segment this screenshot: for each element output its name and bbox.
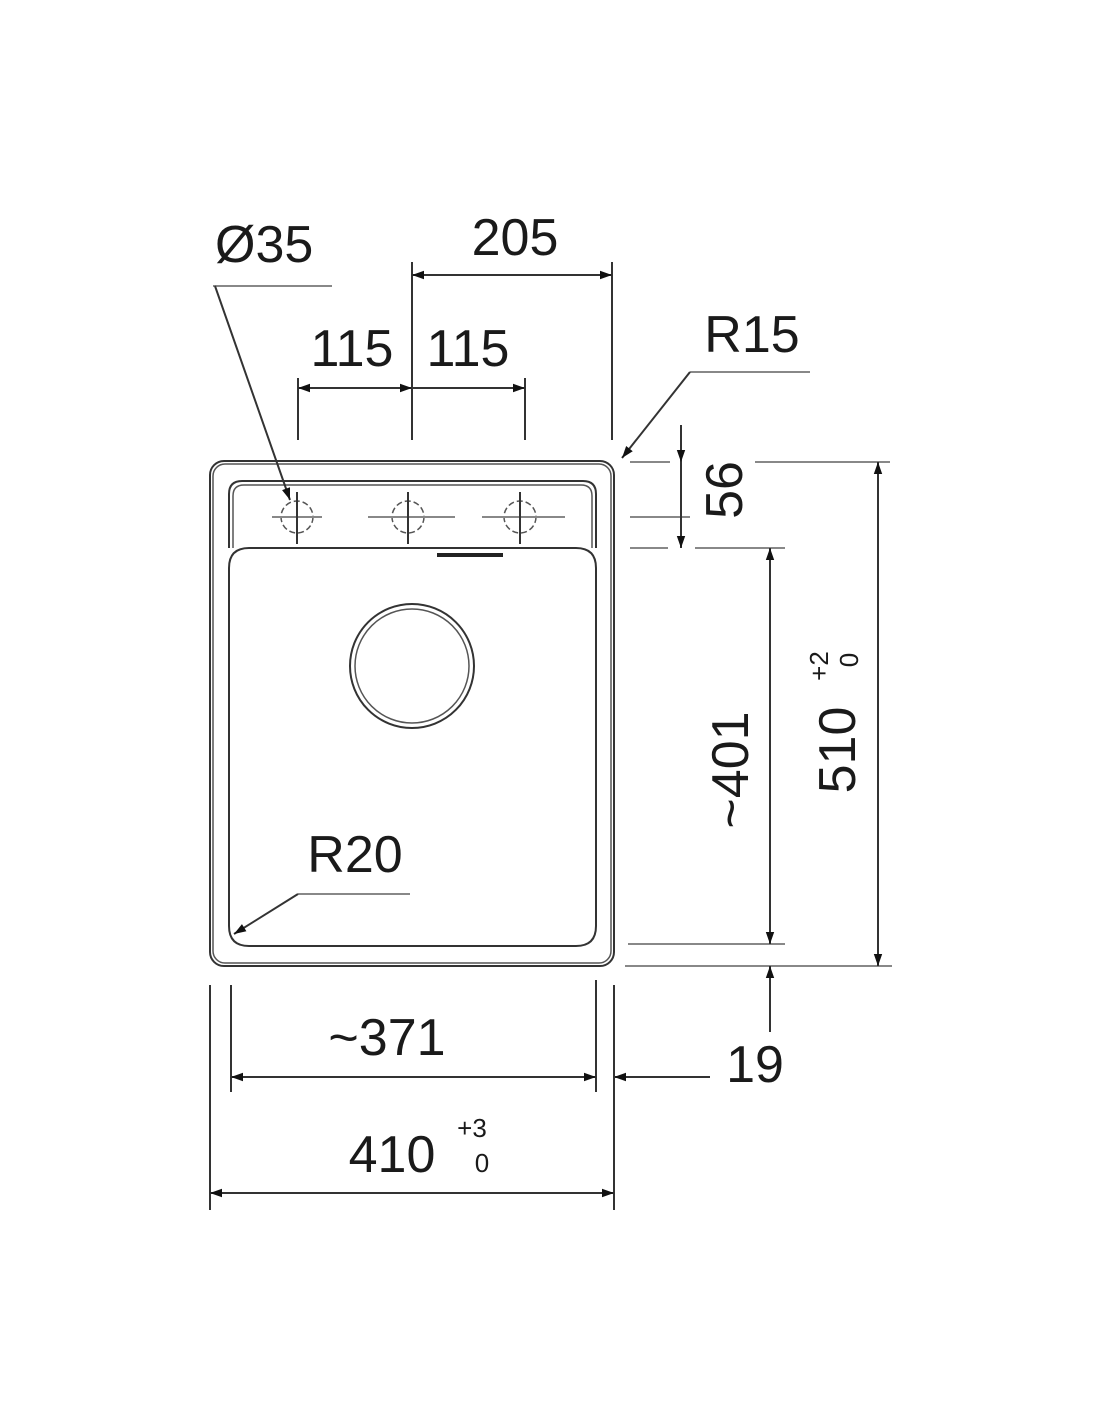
dim-bowl-length: ~401 bbox=[702, 548, 775, 944]
bowl-outline bbox=[228, 547, 597, 947]
tap-deck bbox=[228, 480, 597, 548]
dim-deck-depth: 56 bbox=[676, 425, 754, 548]
dim-bowl-radius: R20 bbox=[233, 826, 410, 935]
sink-outline bbox=[209, 460, 615, 967]
label-371: ~371 bbox=[328, 1009, 445, 1067]
label-205: 205 bbox=[472, 209, 559, 267]
label-r20: R20 bbox=[307, 826, 402, 884]
label-510-tol-lower: 0 bbox=[834, 653, 864, 667]
drain bbox=[349, 603, 475, 729]
dim-tap-span: 205 bbox=[411, 209, 613, 440]
dim-hole-spacing: 115 115 bbox=[297, 320, 526, 440]
dim-bowl-width: ~371 bbox=[231, 1009, 596, 1082]
label-115-left: 115 bbox=[311, 320, 394, 378]
dim-tap-hole-diameter: Ø35 bbox=[213, 216, 332, 501]
dim-outer-radius: R15 bbox=[621, 306, 810, 459]
dim-overall-length: 510 +2 0 bbox=[804, 462, 883, 966]
label-410-tol-upper: +3 bbox=[457, 1113, 487, 1143]
label-diameter: Ø35 bbox=[215, 216, 313, 274]
extension-lines-right bbox=[625, 461, 892, 967]
label-401: ~401 bbox=[702, 711, 760, 828]
label-410-tol-lower: 0 bbox=[475, 1148, 489, 1178]
label-510-tol-upper: +2 bbox=[804, 651, 834, 681]
tap-hole-left bbox=[272, 492, 322, 544]
tap-hole-center bbox=[368, 492, 455, 544]
label-510: 510 bbox=[809, 707, 867, 794]
label-115-right: 115 bbox=[427, 320, 510, 378]
label-410: 410 bbox=[349, 1126, 436, 1184]
label-r15: R15 bbox=[704, 306, 799, 364]
label-19: 19 bbox=[726, 1036, 784, 1094]
dim-rim-offset: 19 bbox=[614, 966, 784, 1094]
tap-hole-right bbox=[482, 492, 565, 544]
label-56: 56 bbox=[696, 461, 754, 519]
dim-overall-width: 410 +3 0 bbox=[210, 1113, 614, 1198]
